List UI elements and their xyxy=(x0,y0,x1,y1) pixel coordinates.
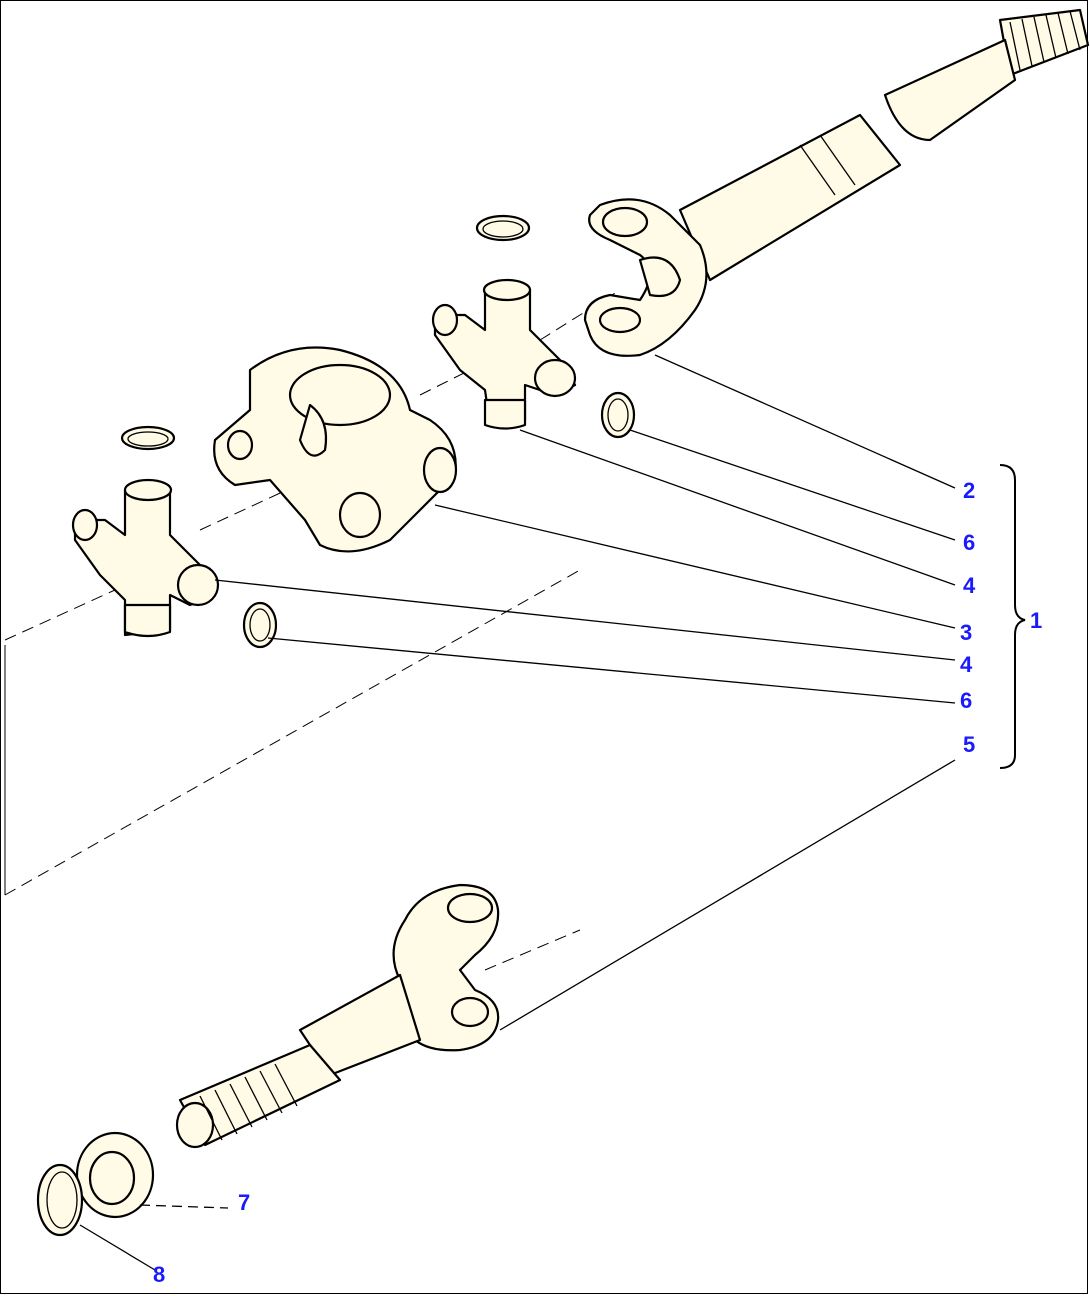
callout-4-lower: 4 xyxy=(960,652,973,677)
callout-1: 1 xyxy=(1030,608,1042,633)
leader-lines xyxy=(79,354,956,1271)
snap-ring-left-bottom xyxy=(242,601,278,649)
callouts: 2 6 4 3 4 6 5 1 7 8 xyxy=(153,478,1042,1287)
spider-cross-lower xyxy=(71,478,220,638)
callout-5: 5 xyxy=(963,732,975,757)
assembly-brace xyxy=(999,464,1026,769)
callout-6-upper: 6 xyxy=(963,530,975,555)
spider-cross-upper xyxy=(431,278,577,430)
callout-6-lower: 6 xyxy=(960,688,972,713)
callout-4-upper: 4 xyxy=(963,573,976,598)
lower-shaft-yoke xyxy=(175,883,500,1149)
callout-2: 2 xyxy=(963,478,975,503)
callout-7: 7 xyxy=(238,1190,250,1215)
upper-shaft-yoke xyxy=(583,8,1090,357)
callout-8: 8 xyxy=(153,1262,165,1287)
retaining-ring xyxy=(36,1163,84,1237)
spline-washer xyxy=(75,1131,155,1219)
snap-ring-upper xyxy=(475,214,531,242)
center-double-yoke xyxy=(213,346,458,553)
snap-ring-right xyxy=(600,391,636,439)
snap-ring-left-top xyxy=(120,425,176,451)
callout-3: 3 xyxy=(960,620,972,645)
